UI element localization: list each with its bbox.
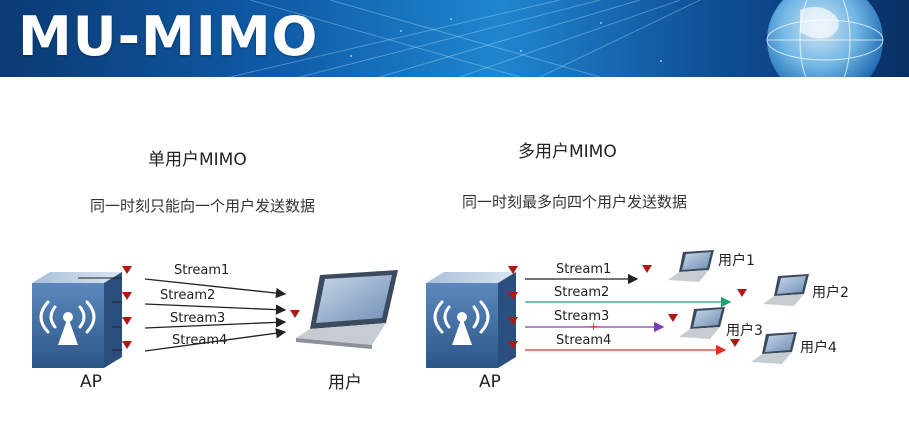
left-antenna-markers <box>122 266 132 349</box>
left-title: 单用户MIMO <box>148 150 247 170</box>
title-banner: MU-MIMO <box>0 0 909 77</box>
left-stream-arrows <box>144 278 287 352</box>
left-stream-1-label: Stream1 <box>174 263 230 278</box>
user2-label: 用户2 <box>812 285 849 301</box>
left-stream-4-label: Stream4 <box>172 333 228 348</box>
right-antenna-markers <box>508 266 518 349</box>
left-stream-2-label: Stream2 <box>160 288 216 303</box>
right-title: 多用户MIMO <box>518 142 617 162</box>
right-stream-arrows <box>525 273 732 356</box>
user2-laptop-icon <box>763 274 809 306</box>
user1-laptop-icon <box>668 250 714 282</box>
right-subtitle: 同一时刻最多向四个用户发送数据 <box>462 193 688 211</box>
user4-label: 用户4 <box>800 340 837 356</box>
user1-label: 用户1 <box>718 253 755 269</box>
right-user-antenna-markers <box>642 265 747 347</box>
left-user-antenna-marker <box>290 310 300 318</box>
right-stream-4-label: Stream4 <box>556 333 612 348</box>
page-title: MU-MIMO <box>18 5 319 68</box>
left-ap-label: AP <box>80 372 102 392</box>
left-user-label: 用户 <box>328 373 362 393</box>
left-ap-icon <box>32 272 122 368</box>
user3-label: 用户3 <box>726 323 763 339</box>
user3-laptop-icon <box>679 307 725 339</box>
user4-laptop-icon <box>751 332 797 364</box>
right-ap-icon <box>426 272 516 368</box>
right-ap-label: AP <box>479 372 501 392</box>
svg-text:+: + <box>589 320 598 333</box>
left-subtitle: 同一时刻只能向一个用户发送数据 <box>90 197 316 215</box>
globe-icon <box>766 0 884 77</box>
right-stream-1-label: Stream1 <box>556 262 612 277</box>
right-stream-2-label: Stream2 <box>554 285 610 300</box>
left-stream-3-label: Stream3 <box>170 311 226 326</box>
banner-light-rays <box>229 0 701 77</box>
right-stream-3-label: Stream3 <box>554 309 610 324</box>
left-laptop-icon <box>296 270 398 349</box>
